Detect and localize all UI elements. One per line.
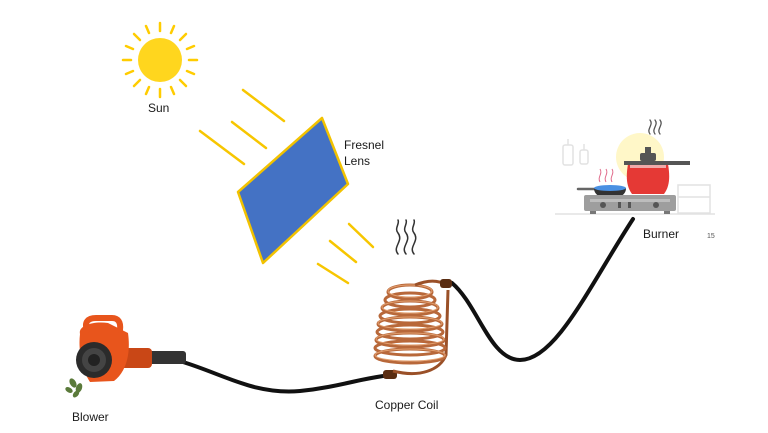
- leaf-blower-icon: [65, 315, 186, 398]
- focused-rays: [316, 222, 375, 285]
- air-tube-coil-to-burner: [450, 217, 635, 363]
- fresnel-lens-label-line2: Lens: [344, 154, 371, 168]
- fresnel-lens-label-line1: Fresnel: [344, 138, 385, 152]
- page-number: 15: [707, 233, 715, 240]
- burner-scene: [555, 119, 715, 215]
- leaves-icon: [65, 378, 83, 398]
- sun-label: Sun: [148, 101, 170, 115]
- blower-label: Blower: [72, 410, 109, 424]
- copper-coil-label: Copper Coil: [375, 398, 439, 412]
- steam-icon: [395, 219, 417, 255]
- heat-waves: [598, 168, 614, 183]
- pressure-cooker-icon: [624, 147, 690, 194]
- incoming-sun-rays: [198, 88, 286, 166]
- gas-stove-icon: [584, 195, 676, 214]
- sun-icon: [121, 21, 199, 99]
- air-tube-blower-to-coil: [181, 360, 394, 394]
- copper-coil: [373, 279, 452, 379]
- steam-icon: [648, 119, 662, 135]
- fresnel-lens: [236, 116, 350, 265]
- burner-label: Burner: [643, 227, 680, 241]
